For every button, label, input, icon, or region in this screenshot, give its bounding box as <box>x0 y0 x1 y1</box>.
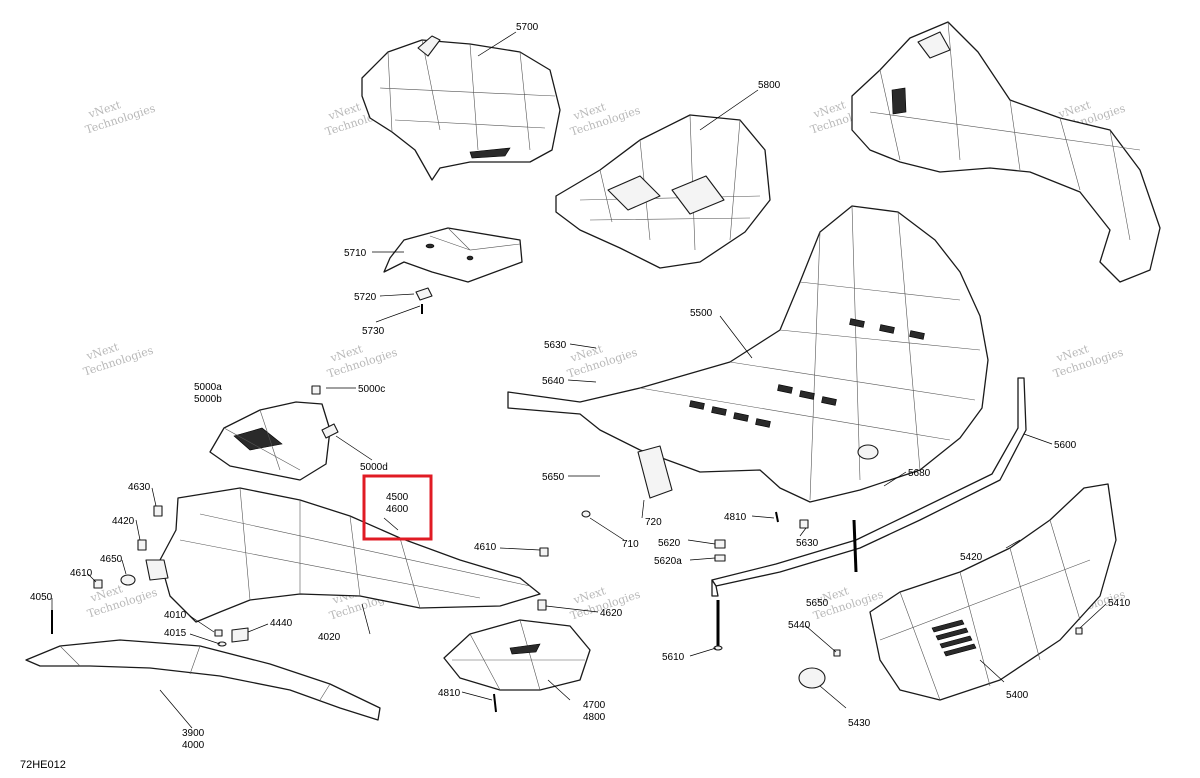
part-4610-clip-right <box>539 547 549 557</box>
diagram-reference-code: 72HE012 <box>20 759 66 771</box>
callout-710: 710 <box>622 539 639 550</box>
part-4810-screw-upper <box>775 511 779 523</box>
callout-5630-upper: 5630 <box>544 340 567 351</box>
callout-4810-upper: 4810 <box>724 512 747 523</box>
watermark: vNext Technologies <box>86 582 160 621</box>
part-front-body-panel <box>851 21 1161 283</box>
part-3900-running-board <box>25 639 381 721</box>
callout-4050: 4050 <box>30 592 53 603</box>
part-4650-grommet <box>120 574 136 586</box>
callout-5440: 5440 <box>788 620 811 631</box>
part-5400-side-panel <box>869 483 1117 701</box>
callout-4020: 4020 <box>318 632 341 643</box>
part-4700-guard <box>443 619 591 691</box>
callout-5730: 5730 <box>362 326 385 337</box>
callout-5600: 5600 <box>1054 440 1077 451</box>
part-4015-washer <box>217 641 227 647</box>
callout-4800: 4800 <box>583 712 606 723</box>
part-5000c-clip <box>311 385 321 395</box>
vent-grille <box>931 619 977 657</box>
part-5700-cover <box>361 35 561 181</box>
callout-5650-lower: 5650 <box>806 598 829 609</box>
callout-4000: 4000 <box>182 740 205 751</box>
watermark: vNext Technologies <box>82 340 156 379</box>
callout-4010: 4010 <box>164 610 187 621</box>
callout-5620a: 5620a <box>654 556 682 567</box>
floor-slots <box>689 318 925 428</box>
callout-4420: 4420 <box>112 516 135 527</box>
part-710-bolt <box>581 510 591 518</box>
callout-5500: 5500 <box>690 308 713 319</box>
part-5440-clip <box>833 649 841 657</box>
highlight-box <box>362 474 433 541</box>
callout-5630-lower: 5630 <box>796 538 819 549</box>
callout-720: 720 <box>645 517 662 528</box>
callout-4650: 4650 <box>100 554 123 565</box>
callout-5000b: 5000b <box>194 394 222 405</box>
callout-5420: 5420 <box>960 552 983 563</box>
part-4500-side-panel <box>145 487 541 623</box>
callout-5610: 5610 <box>662 652 685 663</box>
part-5600-tube <box>711 377 1027 597</box>
watermark: vNext Technologies <box>1052 342 1126 381</box>
part-5410-clip <box>1075 627 1083 635</box>
part-5710-plate <box>383 227 523 283</box>
part-4630-fastener <box>153 505 163 517</box>
part-5620-nut <box>714 539 726 562</box>
part-5800-seat-base <box>555 114 771 269</box>
callout-3900: 3900 <box>182 728 205 739</box>
callout-labels: 5700 5800 5710 5720 5730 5000a 5000b 500… <box>30 22 1131 751</box>
watermark: vNext Technologies <box>569 100 643 139</box>
part-5720-clip <box>415 287 433 301</box>
highlight-4500-4600[interactable]: 4500 4600 <box>362 474 433 541</box>
part-5500-floor-pan <box>507 205 989 503</box>
callout-5640: 5640 <box>542 376 565 387</box>
part-4440-clip <box>231 627 249 643</box>
callout-4700: 4700 <box>583 700 606 711</box>
part-4810-screw-lower <box>493 693 497 713</box>
callout-5720: 5720 <box>354 292 377 303</box>
callout-5680: 5680 <box>908 468 931 479</box>
callout-4015: 4015 <box>164 628 187 639</box>
callout-5400: 5400 <box>1006 690 1029 701</box>
callout-5650-upper: 5650 <box>542 472 565 483</box>
callout-5000a: 5000a <box>194 382 222 393</box>
part-4610-clip-left <box>93 579 103 589</box>
callout-4610-right: 4610 <box>474 542 497 553</box>
part-4620-clip <box>537 599 547 611</box>
callout-5000d: 5000d <box>360 462 388 473</box>
callout-5410: 5410 <box>1108 598 1131 609</box>
part-5430-cap <box>798 667 826 689</box>
part-4010-nut <box>214 629 223 637</box>
watermark: vNext Technologies <box>566 342 640 381</box>
callout-4500: 4500 <box>386 492 409 503</box>
callout-4810-lower: 4810 <box>438 688 461 699</box>
part-5630-bolt <box>799 519 858 573</box>
part-5610-bolt <box>713 600 723 651</box>
callout-4620: 4620 <box>600 608 623 619</box>
watermark: vNext Technologies <box>84 98 158 137</box>
callout-5800: 5800 <box>758 80 781 91</box>
part-5000d-screw <box>321 423 339 439</box>
callout-5700: 5700 <box>516 22 539 33</box>
leader-lines <box>51 31 1107 729</box>
callout-5710: 5710 <box>344 248 367 259</box>
callout-5430: 5430 <box>848 718 871 729</box>
callout-4440: 4440 <box>270 618 293 629</box>
part-4420-fastener <box>137 539 147 551</box>
callout-5000c: 5000c <box>358 384 385 395</box>
callout-5620: 5620 <box>658 538 681 549</box>
callout-4630: 4630 <box>128 482 151 493</box>
watermark: vNext Technologies <box>326 342 400 381</box>
part-5000-step <box>209 401 331 481</box>
callout-4610-left: 4610 <box>70 568 93 579</box>
callout-4600: 4600 <box>386 504 409 515</box>
